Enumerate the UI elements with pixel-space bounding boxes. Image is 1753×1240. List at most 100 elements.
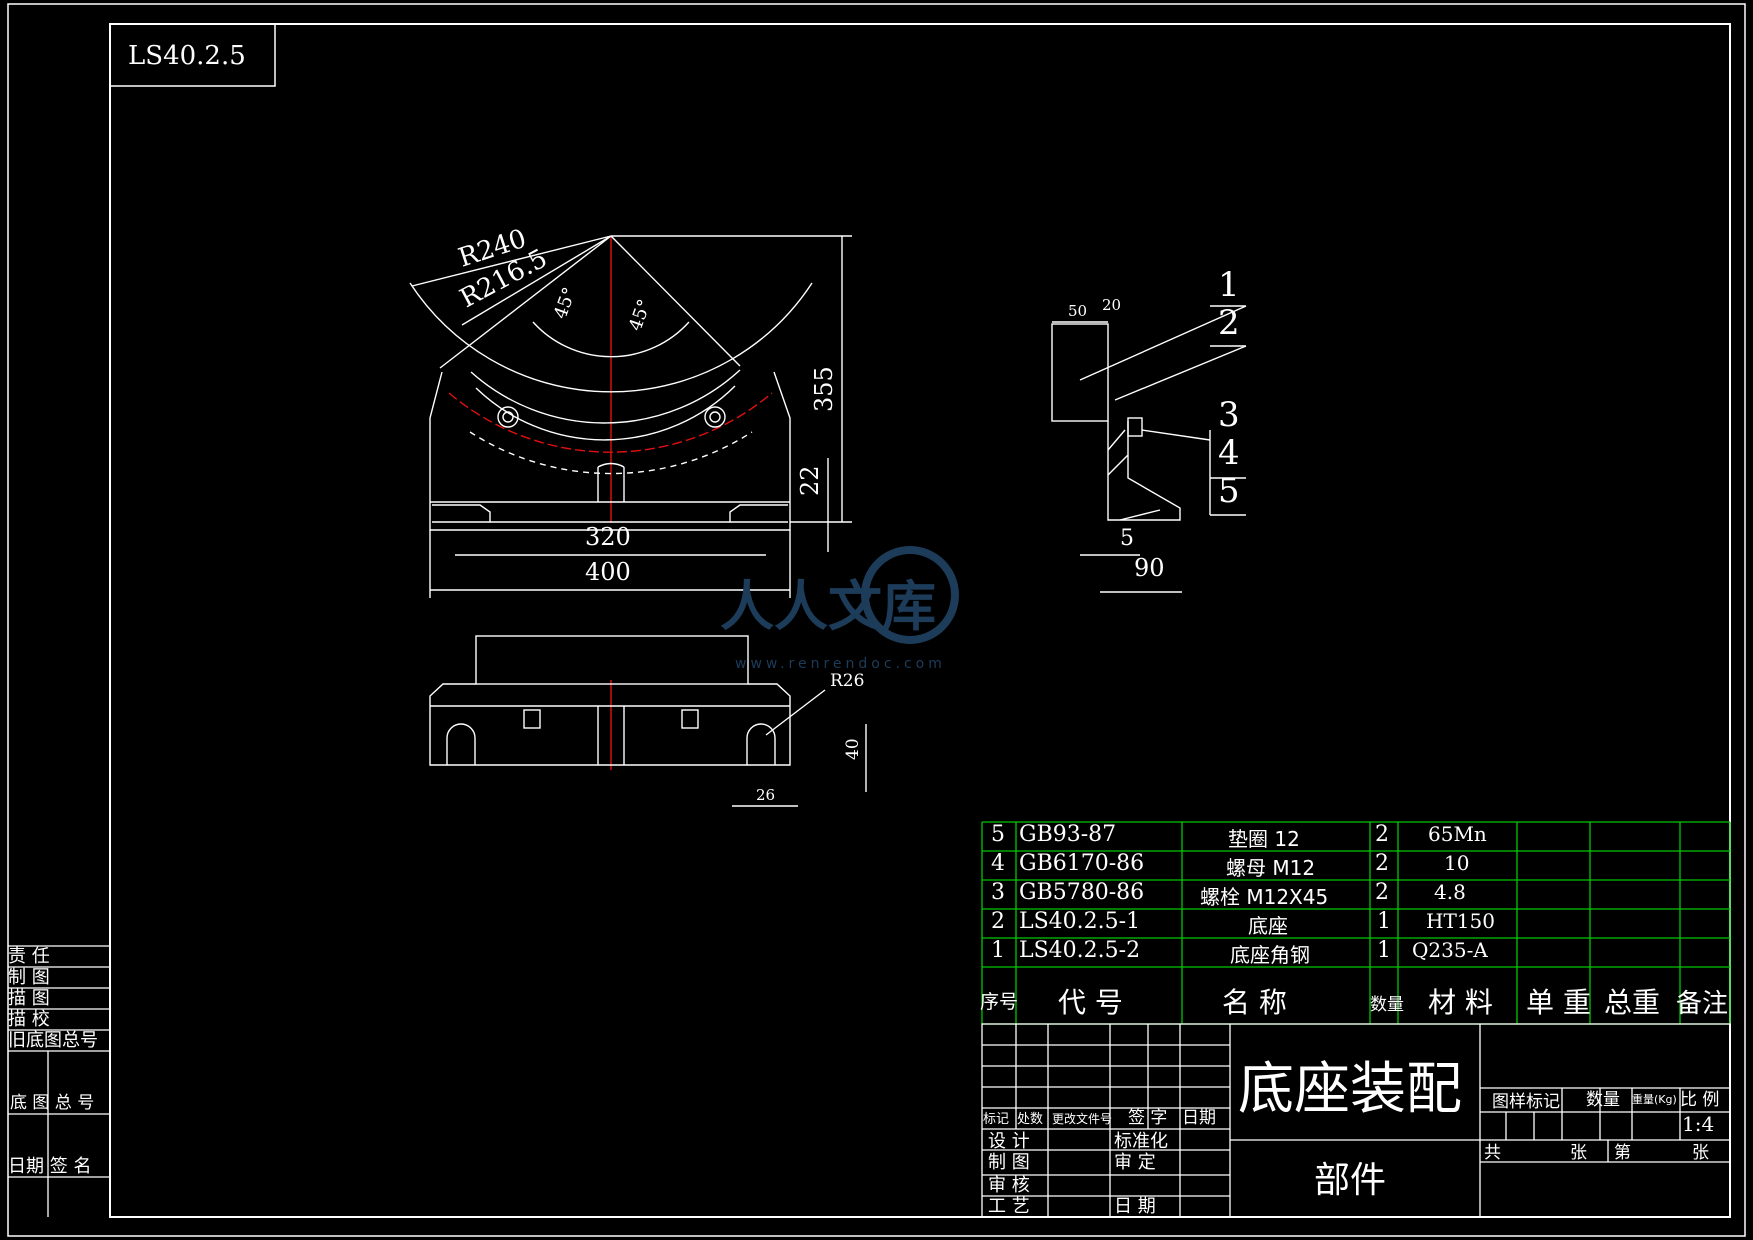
role-design: 设 计 [988, 1131, 1030, 1152]
side-angle-hatch-1 [1107, 429, 1126, 451]
left-block: 责 任 制 图 描 图 描 校 旧底图总号 底 图 总 号 日期 签 名 [8, 945, 110, 1217]
role-standard: 标准化 [1114, 1131, 1168, 1152]
bom-qty: 2 [1375, 880, 1389, 905]
angle-right-label: 45° [625, 297, 656, 334]
nut-left-icon [523, 709, 541, 729]
inner-arc [470, 369, 741, 424]
bom-qty: 2 [1375, 851, 1389, 876]
qty-label: 数量 [1586, 1090, 1620, 1110]
dim-355-label: 355 [810, 366, 838, 412]
angle-arc [532, 321, 690, 358]
outer-border [7, 3, 1746, 1237]
role-check: 审 核 [988, 1175, 1030, 1196]
bom-name: 底座 [1248, 914, 1288, 938]
hidden-arc [469, 431, 753, 475]
inner-arc-2 [475, 385, 736, 441]
base-slot-left [432, 504, 491, 523]
bom-material: Q235-A [1412, 938, 1488, 962]
rev-doc: 更改文件号 [1052, 1111, 1112, 1126]
role-labels: 设 计 制 图 审 核 工 艺 标准化 审 定 日 期 [988, 1131, 1168, 1217]
drawing-code-box [109, 23, 276, 87]
drawing-title: 底座装配 [1238, 1057, 1462, 1122]
base-slot-right [729, 504, 788, 523]
drawing-code: LS40.2.5 [128, 41, 246, 71]
rev-headers: 标记 处数 更改文件号 签 字 日期 [983, 1108, 1216, 1128]
sample-mark: 图样标记 [1492, 1092, 1560, 1112]
left-line-3: 描 图 [8, 988, 50, 1009]
hdr-name: 名 称 [1222, 986, 1287, 1019]
leader-3 [1141, 429, 1211, 441]
bom-row: 3 GB5780-86 螺栓 M12X45 2 4.8 [991, 880, 1466, 909]
left-line-1: 责 任 [8, 946, 50, 967]
side-angle-profile [1107, 421, 1181, 521]
front-view: 45° 45° R240 R216.5 355 22 320 40 [409, 224, 852, 598]
hdr-no: 序号 [980, 991, 1018, 1013]
top-outline [429, 683, 791, 766]
drawing-subtitle: 部件 [1314, 1160, 1386, 1201]
r216-leader [461, 235, 612, 326]
hdr-qty: 数量 [1370, 995, 1404, 1015]
bom-table [981, 821, 1731, 1025]
bom-rows: 5 GB93-87 垫圈 12 2 65Mn 4 GB6170-86 螺母 M1… [991, 822, 1495, 967]
dim-90-label: 90 [1134, 554, 1165, 582]
body-outline [429, 371, 791, 531]
side-angle-hatch-3 [1119, 509, 1161, 521]
bom-row: 1 LS40.2.5-2 底座角钢 1 Q235-A [991, 938, 1488, 967]
sheet-info: 图样标记 数量 重量(Kg) 比 例 1:4 共 张 第 张 [1484, 1090, 1719, 1163]
bom-no: 2 [991, 909, 1005, 934]
bom-no: 4 [991, 851, 1005, 876]
weight-label: 重量(Kg) [1632, 1092, 1677, 1106]
bom-name: 垫圈 12 [1228, 827, 1300, 851]
dim-40-label: 40 [843, 738, 863, 760]
side-view: 50 20 5 90 1 2 3 4 5 [1051, 265, 1247, 593]
dim-26-label: 26 [756, 786, 775, 804]
fan-line-left [439, 235, 612, 369]
rev-sign: 签 字 [1128, 1108, 1167, 1128]
hdr-code: 代 号 [1058, 986, 1123, 1019]
scale-value: 1:4 [1682, 1112, 1714, 1136]
bom-no: 1 [991, 938, 1005, 963]
bom-material: HT150 [1426, 909, 1495, 933]
top-upper-body [475, 635, 749, 685]
hdr-unit-wt: 单 重 [1526, 986, 1591, 1019]
dim-400-label: 400 [585, 558, 631, 586]
sheet-no: 第 [1614, 1143, 1631, 1163]
bom-row: 5 GB93-87 垫圈 12 2 65Mn [991, 822, 1487, 851]
bom-code: LS40.2.5-2 [1019, 938, 1140, 963]
bom-header: 序号 代 号 名 称 数量 材 料 单 重 总重 备注 [980, 986, 1728, 1019]
role-approve: 审 定 [1114, 1152, 1156, 1173]
r240-leader [411, 235, 612, 287]
inner-border [109, 23, 1731, 1218]
dim-5-label: 5 [1120, 526, 1134, 551]
bom-name: 底座角钢 [1230, 943, 1310, 967]
balloon-4: 4 [1218, 433, 1240, 473]
bom-qty: 1 [1377, 938, 1391, 963]
bom-material: 10 [1444, 851, 1469, 875]
rev-date: 日期 [1182, 1108, 1216, 1128]
watermark-logo-icon [861, 546, 959, 644]
bolt-left-icon [497, 406, 519, 428]
dim-50-label: 50 [1068, 302, 1087, 320]
scale-label: 比 例 [1680, 1090, 1719, 1110]
r26-label: R26 [830, 671, 864, 691]
left-line-5: 旧底图总号 [8, 1030, 98, 1051]
bom-no: 3 [991, 880, 1005, 905]
balloon-1: 1 [1218, 265, 1240, 305]
left-line-2: 制 图 [8, 967, 50, 988]
leader-2 [1114, 345, 1247, 401]
bom-row: 4 GB6170-86 螺母 M12 2 10 [991, 851, 1469, 880]
rib-top [597, 462, 625, 468]
balloon-3: 3 [1218, 395, 1240, 435]
bom-row: 2 LS40.2.5-1 底座 1 HT150 [991, 909, 1495, 938]
bom-qty: 1 [1377, 909, 1391, 934]
outer-arc [409, 282, 813, 393]
dim-320-label: 320 [585, 523, 631, 551]
bom-code: GB6170-86 [1019, 851, 1144, 876]
bom-code: GB5780-86 [1019, 880, 1144, 905]
rev-count: 处数 [1017, 1112, 1043, 1127]
rev-mark: 标记 [983, 1112, 1009, 1127]
leader-1 [1079, 305, 1247, 381]
bolt-right-icon [704, 406, 726, 428]
bom-code: LS40.2.5-1 [1019, 909, 1140, 934]
